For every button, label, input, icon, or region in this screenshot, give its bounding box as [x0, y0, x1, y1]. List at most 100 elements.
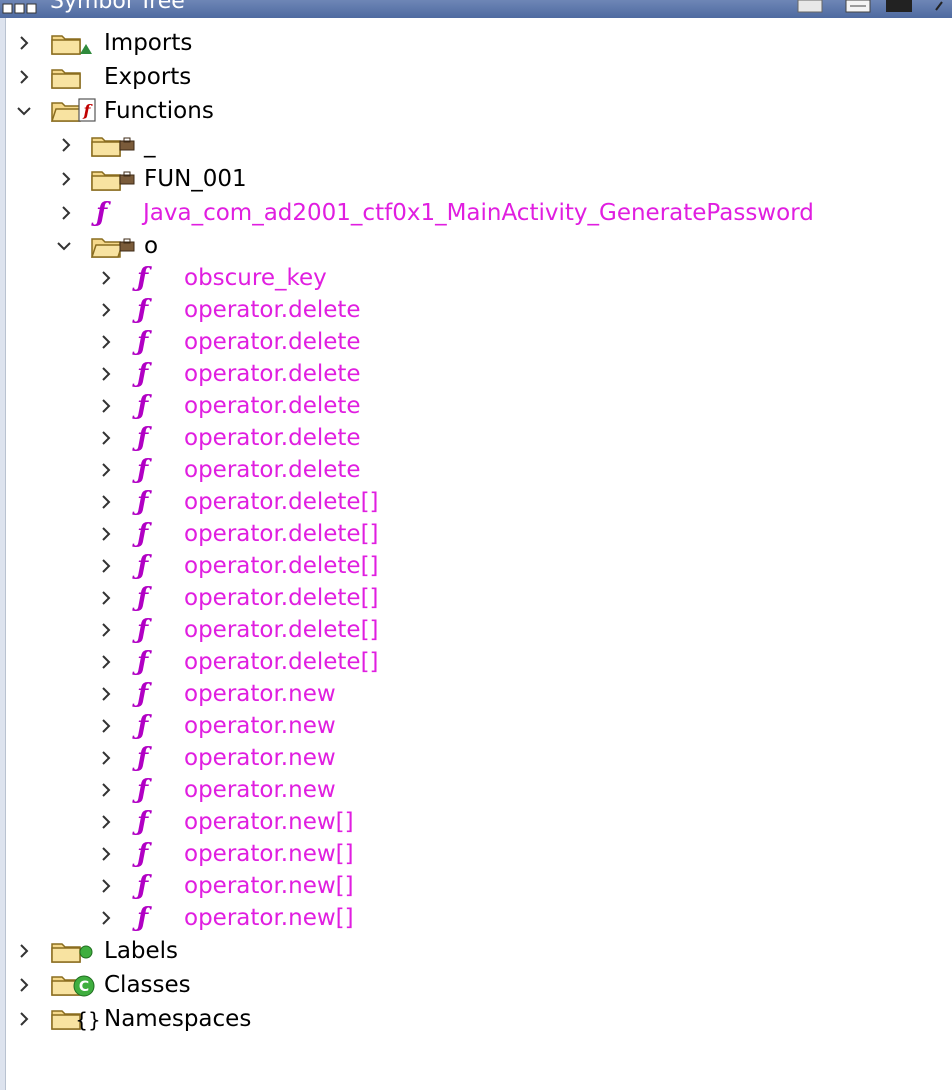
- chevron-right-icon[interactable]: [97, 870, 115, 902]
- tree-node-classes[interactable]: C Classes: [0, 968, 952, 1002]
- chevron-right-icon[interactable]: [97, 518, 115, 550]
- namespace-folder-icon: [90, 162, 138, 196]
- chevron-right-icon[interactable]: [97, 486, 115, 518]
- chevron-right-icon[interactable]: [97, 262, 115, 294]
- tree-label-labels: Labels: [104, 938, 179, 964]
- tree-label-function: operator.delete: [184, 361, 361, 387]
- snapshot-icon[interactable]: [884, 0, 914, 14]
- tree-label-classes: Classes: [104, 972, 191, 998]
- tree-label-function: operator.new[]: [184, 841, 354, 867]
- chevron-right-icon[interactable]: [97, 710, 115, 742]
- svg-text:f: f: [83, 101, 94, 120]
- tree-node-labels[interactable]: Labels: [0, 934, 952, 968]
- classes-folder-icon: C: [50, 968, 98, 1002]
- function-icon: ƒ: [137, 295, 149, 325]
- chevron-right-icon[interactable]: [57, 196, 75, 230]
- tree-label-exports: Exports: [104, 64, 192, 90]
- tree-label-function: operator.new: [184, 681, 336, 707]
- chevron-right-icon[interactable]: [97, 358, 115, 390]
- tree-label-function: operator.delete: [184, 297, 361, 323]
- chevron-right-icon[interactable]: [97, 838, 115, 870]
- tree-label-function: operator.delete[]: [184, 489, 379, 515]
- tree-label-function: operator.delete: [184, 393, 361, 419]
- tree-label-function: operator.delete[]: [184, 521, 379, 547]
- tree-node-java-function[interactable]: ƒ Java_com_ad2001_ctf0x1_MainActivity_Ge…: [0, 196, 952, 230]
- tree-node-function[interactable]: ƒ operator.new: [0, 774, 952, 806]
- tree-label-function: operator.new: [184, 777, 336, 803]
- tree-node-folder-underscore[interactable]: _: [0, 128, 952, 162]
- namespace-folder-icon: [90, 128, 138, 162]
- function-icon: ƒ: [137, 359, 149, 389]
- tree-node-function[interactable]: ƒ operator.delete: [0, 390, 952, 422]
- chevron-right-icon[interactable]: [97, 582, 115, 614]
- chevron-right-icon[interactable]: [57, 128, 75, 162]
- tree-node-namespaces[interactable]: {} Namespaces: [0, 1002, 952, 1036]
- chevron-right-icon[interactable]: [97, 454, 115, 486]
- tree-node-function[interactable]: ƒ operator.delete: [0, 294, 952, 326]
- new-window-icon[interactable]: [844, 0, 874, 14]
- chevron-right-icon[interactable]: [15, 968, 33, 1002]
- labels-folder-icon: [50, 934, 96, 968]
- tree-label-function: operator.delete: [184, 457, 361, 483]
- tree-label-folder-underscore: _: [144, 132, 156, 158]
- function-icon: ƒ: [137, 583, 149, 613]
- tree-node-function[interactable]: ƒ operator.delete: [0, 358, 952, 390]
- chevron-down-icon[interactable]: [15, 94, 33, 128]
- chevron-right-icon[interactable]: [97, 614, 115, 646]
- chevron-right-icon[interactable]: [15, 934, 33, 968]
- panel-title: Symbol Tree: [50, 0, 185, 14]
- function-icon: ƒ: [137, 775, 149, 805]
- namespaces-folder-icon: {}: [50, 1002, 100, 1036]
- function-icon: ƒ: [137, 615, 149, 645]
- tree-label-function: operator.new: [184, 745, 336, 771]
- function-icon: ƒ: [137, 391, 149, 421]
- tree-label-function: obscure_key: [184, 265, 327, 291]
- tree-label-folder-o: o: [144, 233, 159, 259]
- chevron-right-icon[interactable]: [97, 646, 115, 678]
- chevron-right-icon[interactable]: [97, 902, 115, 934]
- tree-node-folder-fun-001[interactable]: FUN_001: [0, 162, 952, 196]
- svg-text:{}: {}: [75, 1008, 100, 1032]
- function-icon: ƒ: [137, 423, 149, 453]
- chevron-right-icon[interactable]: [97, 806, 115, 838]
- tree-node-exports[interactable]: Exports: [0, 60, 952, 94]
- chevron-right-icon[interactable]: [97, 550, 115, 582]
- chevron-right-icon[interactable]: [97, 678, 115, 710]
- function-icon: ƒ: [137, 647, 149, 677]
- chevron-right-icon[interactable]: [97, 294, 115, 326]
- edit-icon[interactable]: [796, 0, 826, 14]
- tree-node-folder-o[interactable]: o: [0, 230, 952, 262]
- chevron-right-icon[interactable]: [97, 326, 115, 358]
- tree-node-functions[interactable]: f Functions: [0, 94, 952, 128]
- svg-text:C: C: [79, 979, 89, 995]
- chevron-down-icon[interactable]: [55, 230, 73, 262]
- chevron-right-icon[interactable]: [97, 774, 115, 806]
- chevron-right-icon[interactable]: [97, 422, 115, 454]
- chevron-right-icon[interactable]: [15, 26, 33, 60]
- tree-node-imports[interactable]: Imports: [0, 26, 952, 60]
- chevron-right-icon[interactable]: [57, 162, 75, 196]
- chevron-right-icon[interactable]: [15, 60, 33, 94]
- chevron-right-icon[interactable]: [15, 1002, 33, 1036]
- chevron-right-icon[interactable]: [97, 390, 115, 422]
- more-icon[interactable]: [934, 0, 952, 14]
- tree-label-function: operator.delete: [184, 329, 361, 355]
- chevron-right-icon[interactable]: [97, 742, 115, 774]
